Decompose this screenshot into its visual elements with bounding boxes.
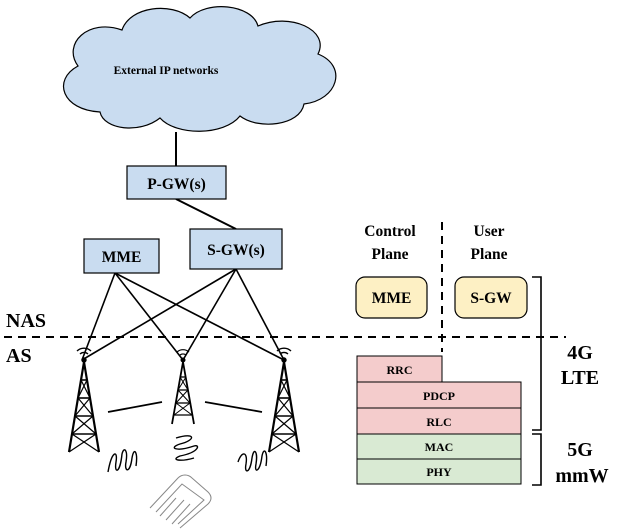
mmw-label-line1: 5G <box>567 439 593 461</box>
pgw-node: P-GW(s) <box>126 165 227 200</box>
rlc-label: RLC <box>426 415 451 429</box>
phy-box <box>356 458 522 485</box>
lte-label-line1: 4G <box>567 342 593 364</box>
user-plane-label-line2: Plane <box>470 246 507 263</box>
enb-tower-left <box>67 347 101 453</box>
phy-label: PHY <box>426 465 452 479</box>
mme-node: MME <box>83 238 160 274</box>
link-sgw-enb-left <box>81 268 237 361</box>
wave-left-icon <box>107 449 138 473</box>
stack-layer-mac: MAC <box>356 433 522 460</box>
bracket-4g-shape <box>532 276 542 431</box>
as-label: AS <box>6 345 32 367</box>
pgw-box <box>126 165 227 200</box>
control-plane-label-line2: Plane <box>371 246 408 263</box>
stack-layer-rrc: RRC <box>356 355 443 383</box>
plane-entity-mme: MME <box>355 276 428 319</box>
radio-waves <box>107 435 268 473</box>
plane-sgw-label: S-GW <box>470 290 512 307</box>
sgw-node: S-GW(s) <box>189 228 283 270</box>
wave-center-icon <box>173 435 199 461</box>
x2-link-left <box>107 401 163 413</box>
tower-icon <box>171 349 195 425</box>
pdcp-label: PDCP <box>423 389 455 403</box>
bracket-5g-shape <box>532 433 542 486</box>
plane-sgw-box <box>454 276 528 319</box>
lte-label-line2: LTE <box>561 367 599 389</box>
x2-links <box>107 401 263 413</box>
rrc-box <box>356 355 443 383</box>
link-sgw-enb-right <box>235 268 285 361</box>
plane-mme-box <box>355 276 428 319</box>
link-mme-enb-left <box>81 272 116 361</box>
plane-headers: Control Plane User Plane <box>364 222 508 352</box>
enb-tower-right <box>267 347 301 453</box>
user-plane-label-line1: User <box>474 223 505 240</box>
bracket-4g-lte <box>532 276 542 431</box>
wave-right-icon <box>237 450 268 472</box>
rrc-label: RRC <box>387 363 413 377</box>
ran-links <box>81 268 285 361</box>
enb-tower-center <box>171 349 195 425</box>
plane-entity-sgw: S-GW <box>454 276 528 319</box>
mme-label: MME <box>102 249 142 266</box>
cloud-shape <box>62 6 337 132</box>
protocol-stack: RRC PDCP RLC MAC PHY <box>356 355 522 485</box>
x2-link-right <box>204 401 263 413</box>
mac-label: MAC <box>425 440 454 454</box>
plane-mme-label: MME <box>372 290 412 307</box>
pgw-label: P-GW(s) <box>147 176 206 193</box>
mmw-label-line2: mmW <box>555 465 608 487</box>
stack-layer-rlc: RLC <box>356 407 522 435</box>
mme-box <box>83 238 160 274</box>
sgw-label: S-GW(s) <box>207 242 265 259</box>
pdcp-box <box>356 381 522 409</box>
link-pgw-sgw <box>175 198 237 230</box>
tower-icon <box>67 347 101 453</box>
sgw-box <box>189 228 283 270</box>
link-mme-enb-right <box>114 272 285 361</box>
nas-label: NAS <box>6 310 46 332</box>
core-links <box>175 132 237 230</box>
bracket-5g-mmw <box>532 433 542 486</box>
link-mme-enb-center <box>114 272 184 361</box>
control-plane-label-line1: Control <box>364 223 416 240</box>
link-sgw-enb-center <box>182 268 237 361</box>
tower-icon <box>267 347 301 453</box>
stack-layer-phy: PHY <box>356 458 522 485</box>
cloud-label: External IP networks <box>114 65 219 77</box>
external-ip-cloud: External IP networks <box>62 6 337 132</box>
user-device-phone-icon <box>149 474 212 529</box>
nas-as-boundary: NAS AS <box>4 310 566 367</box>
stack-layer-pdcp: PDCP <box>356 381 522 409</box>
rlc-box <box>356 407 522 435</box>
